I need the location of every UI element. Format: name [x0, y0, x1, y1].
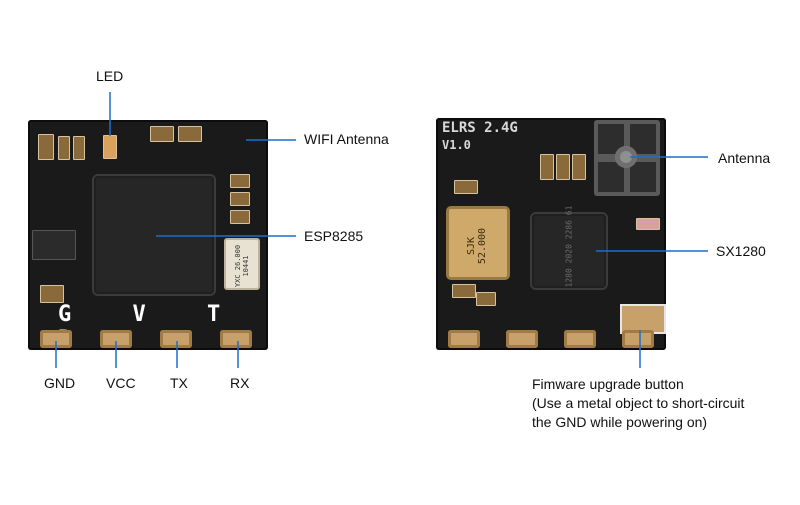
smd-resistor [572, 154, 586, 180]
smd-capacitor [230, 210, 250, 224]
smd-capacitor [452, 284, 476, 298]
pad-1 [448, 330, 480, 348]
smd-capacitor [636, 218, 660, 230]
pad-4 [622, 330, 654, 348]
tx-pad [160, 330, 192, 348]
tx-label: TX [170, 375, 188, 391]
voltage-regulator [32, 230, 76, 260]
smd-capacitor [476, 292, 496, 306]
sx1280-chip: 1280 2020 2286 61 [532, 206, 606, 288]
board-title: ELRS 2.4G [442, 120, 518, 136]
rx-pad [220, 330, 252, 348]
esp8285-chip [94, 176, 214, 294]
chip-text: 1280 2020 2286 61 [564, 205, 574, 288]
gnd-label: GND [44, 375, 76, 391]
smd-capacitor [230, 192, 250, 206]
smd-capacitor [454, 180, 478, 194]
firmware-button-note-line1: Fimware upgrade button [532, 376, 684, 392]
crystal-text: SJK 52.000 [466, 227, 488, 265]
crystal-oscillator: YXC 26.000 10441 [224, 238, 260, 290]
antenna-center-pin [615, 146, 637, 168]
antenna-label: Antenna [718, 150, 771, 166]
crystal-oscillator: SJK 52.000 [446, 206, 510, 280]
smd-resistor [58, 136, 70, 160]
smd-capacitor [230, 174, 250, 188]
board-version: V1.0 [442, 138, 471, 152]
left-module-board: YXC 26.000 10441 G V T R [28, 120, 268, 352]
smd-capacitor [40, 285, 64, 303]
smd-resistor [556, 154, 570, 180]
firmware-button-note: Fimware upgrade button (Use a metal obje… [532, 375, 744, 432]
esp8285-label: ESP8285 [304, 228, 364, 244]
right-module-board: ELRS 2.4G V1.0 SJK 52.000 1280 2020 2286… [436, 118, 666, 350]
firmware-button-note-line2: (Use a metal object to short-circuit [532, 395, 745, 411]
pad-2 [506, 330, 538, 348]
smd-capacitor [178, 126, 202, 142]
pad-3 [564, 330, 596, 348]
antenna-connector [594, 120, 660, 196]
smd-resistor [38, 134, 54, 160]
led-component [103, 135, 117, 159]
gnd-pad [40, 330, 72, 348]
vcc-pad [100, 330, 132, 348]
smd-resistor [540, 154, 554, 180]
smd-capacitor [150, 126, 174, 142]
led-label: LED [96, 68, 124, 84]
smd-resistor [73, 136, 85, 160]
wifi-antenna-label: WIFI Antenna [304, 131, 389, 147]
vcc-label: VCC [106, 375, 136, 391]
sx1280-label: SX1280 [716, 243, 766, 259]
crystal-text: YXC 26.000 10441 [234, 244, 250, 288]
rx-label: RX [230, 375, 250, 391]
firmware-button-note-line3: the GND while powering on) [532, 414, 708, 430]
